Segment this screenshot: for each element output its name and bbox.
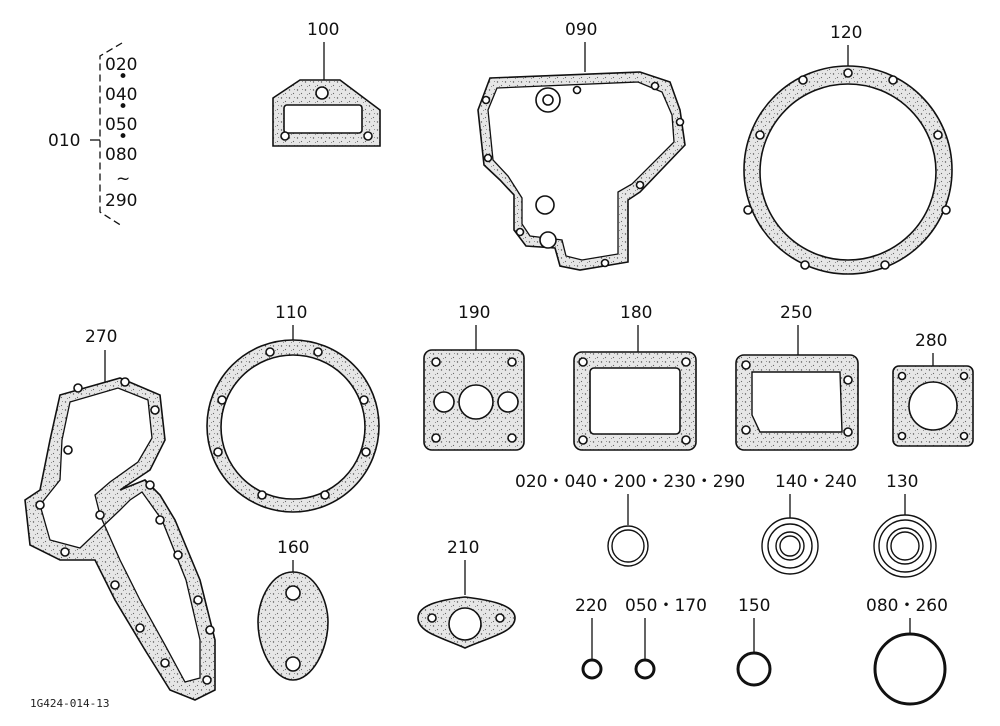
kit-dot: •: [118, 127, 128, 147]
part-label-160: 160: [277, 538, 309, 558]
part-label-seal-c: 130: [886, 472, 918, 492]
gasket-270: 270: [24, 327, 216, 701]
seal-group-a: 020・040・200・230・290: [515, 472, 745, 567]
seal-group-c: 130: [873, 472, 937, 578]
oring-220: 220: [575, 596, 607, 680]
part-label-190: 190: [458, 303, 490, 323]
seal-group-b: 140・240: [761, 472, 857, 575]
kit-tilde: ~: [116, 169, 130, 189]
gasket-160: 160: [257, 538, 329, 681]
part-label-220: 220: [575, 596, 607, 616]
kit-main-label: 010: [48, 131, 80, 151]
part-label-seal-b: 140・240: [775, 472, 857, 492]
kit-item-label: 040: [105, 85, 137, 105]
part-label-100: 100: [307, 20, 339, 40]
part-label-270: 270: [85, 327, 117, 347]
gasket-250: 250: [735, 303, 859, 451]
gasket-280: 280: [892, 331, 974, 447]
part-label-250: 250: [780, 303, 812, 323]
gasket-210: 210: [417, 538, 516, 649]
part-label-180: 180: [620, 303, 652, 323]
gasket-110: 110: [206, 303, 380, 513]
diagram-id: 1G424-014-13: [30, 697, 109, 710]
oring-150: 150: [736, 596, 772, 687]
kit-item-label: 050: [105, 115, 137, 135]
kit-dot: •: [118, 67, 128, 87]
part-label-seal-a: 020・040・200・230・290: [515, 472, 745, 492]
kit-item-label: 020: [105, 55, 137, 75]
part-label-280: 280: [915, 331, 947, 351]
part-label-080: 080・260: [866, 596, 948, 616]
gasket-120: 120: [743, 23, 953, 275]
gasket-090: 090: [477, 20, 686, 271]
part-label-120: 120: [830, 23, 862, 43]
kit-item-label: 290: [105, 191, 137, 211]
gasket-100: 100: [272, 20, 381, 147]
kit-dot: •: [118, 97, 128, 117]
kit-item-label: 080: [105, 145, 137, 165]
part-label-210: 210: [447, 538, 479, 558]
part-label-050: 050・170: [625, 596, 707, 616]
oring-080: 080・260: [866, 596, 948, 706]
gasket-180: 180: [573, 303, 697, 451]
oring-050: 050・170: [625, 596, 707, 680]
gasket-190: 190: [423, 303, 525, 451]
part-label-150: 150: [738, 596, 770, 616]
part-label-110: 110: [275, 303, 307, 323]
kit-group: 010 020 • 040 • 050 • 080 ~ 290: [48, 42, 137, 227]
part-label-090: 090: [565, 20, 597, 40]
